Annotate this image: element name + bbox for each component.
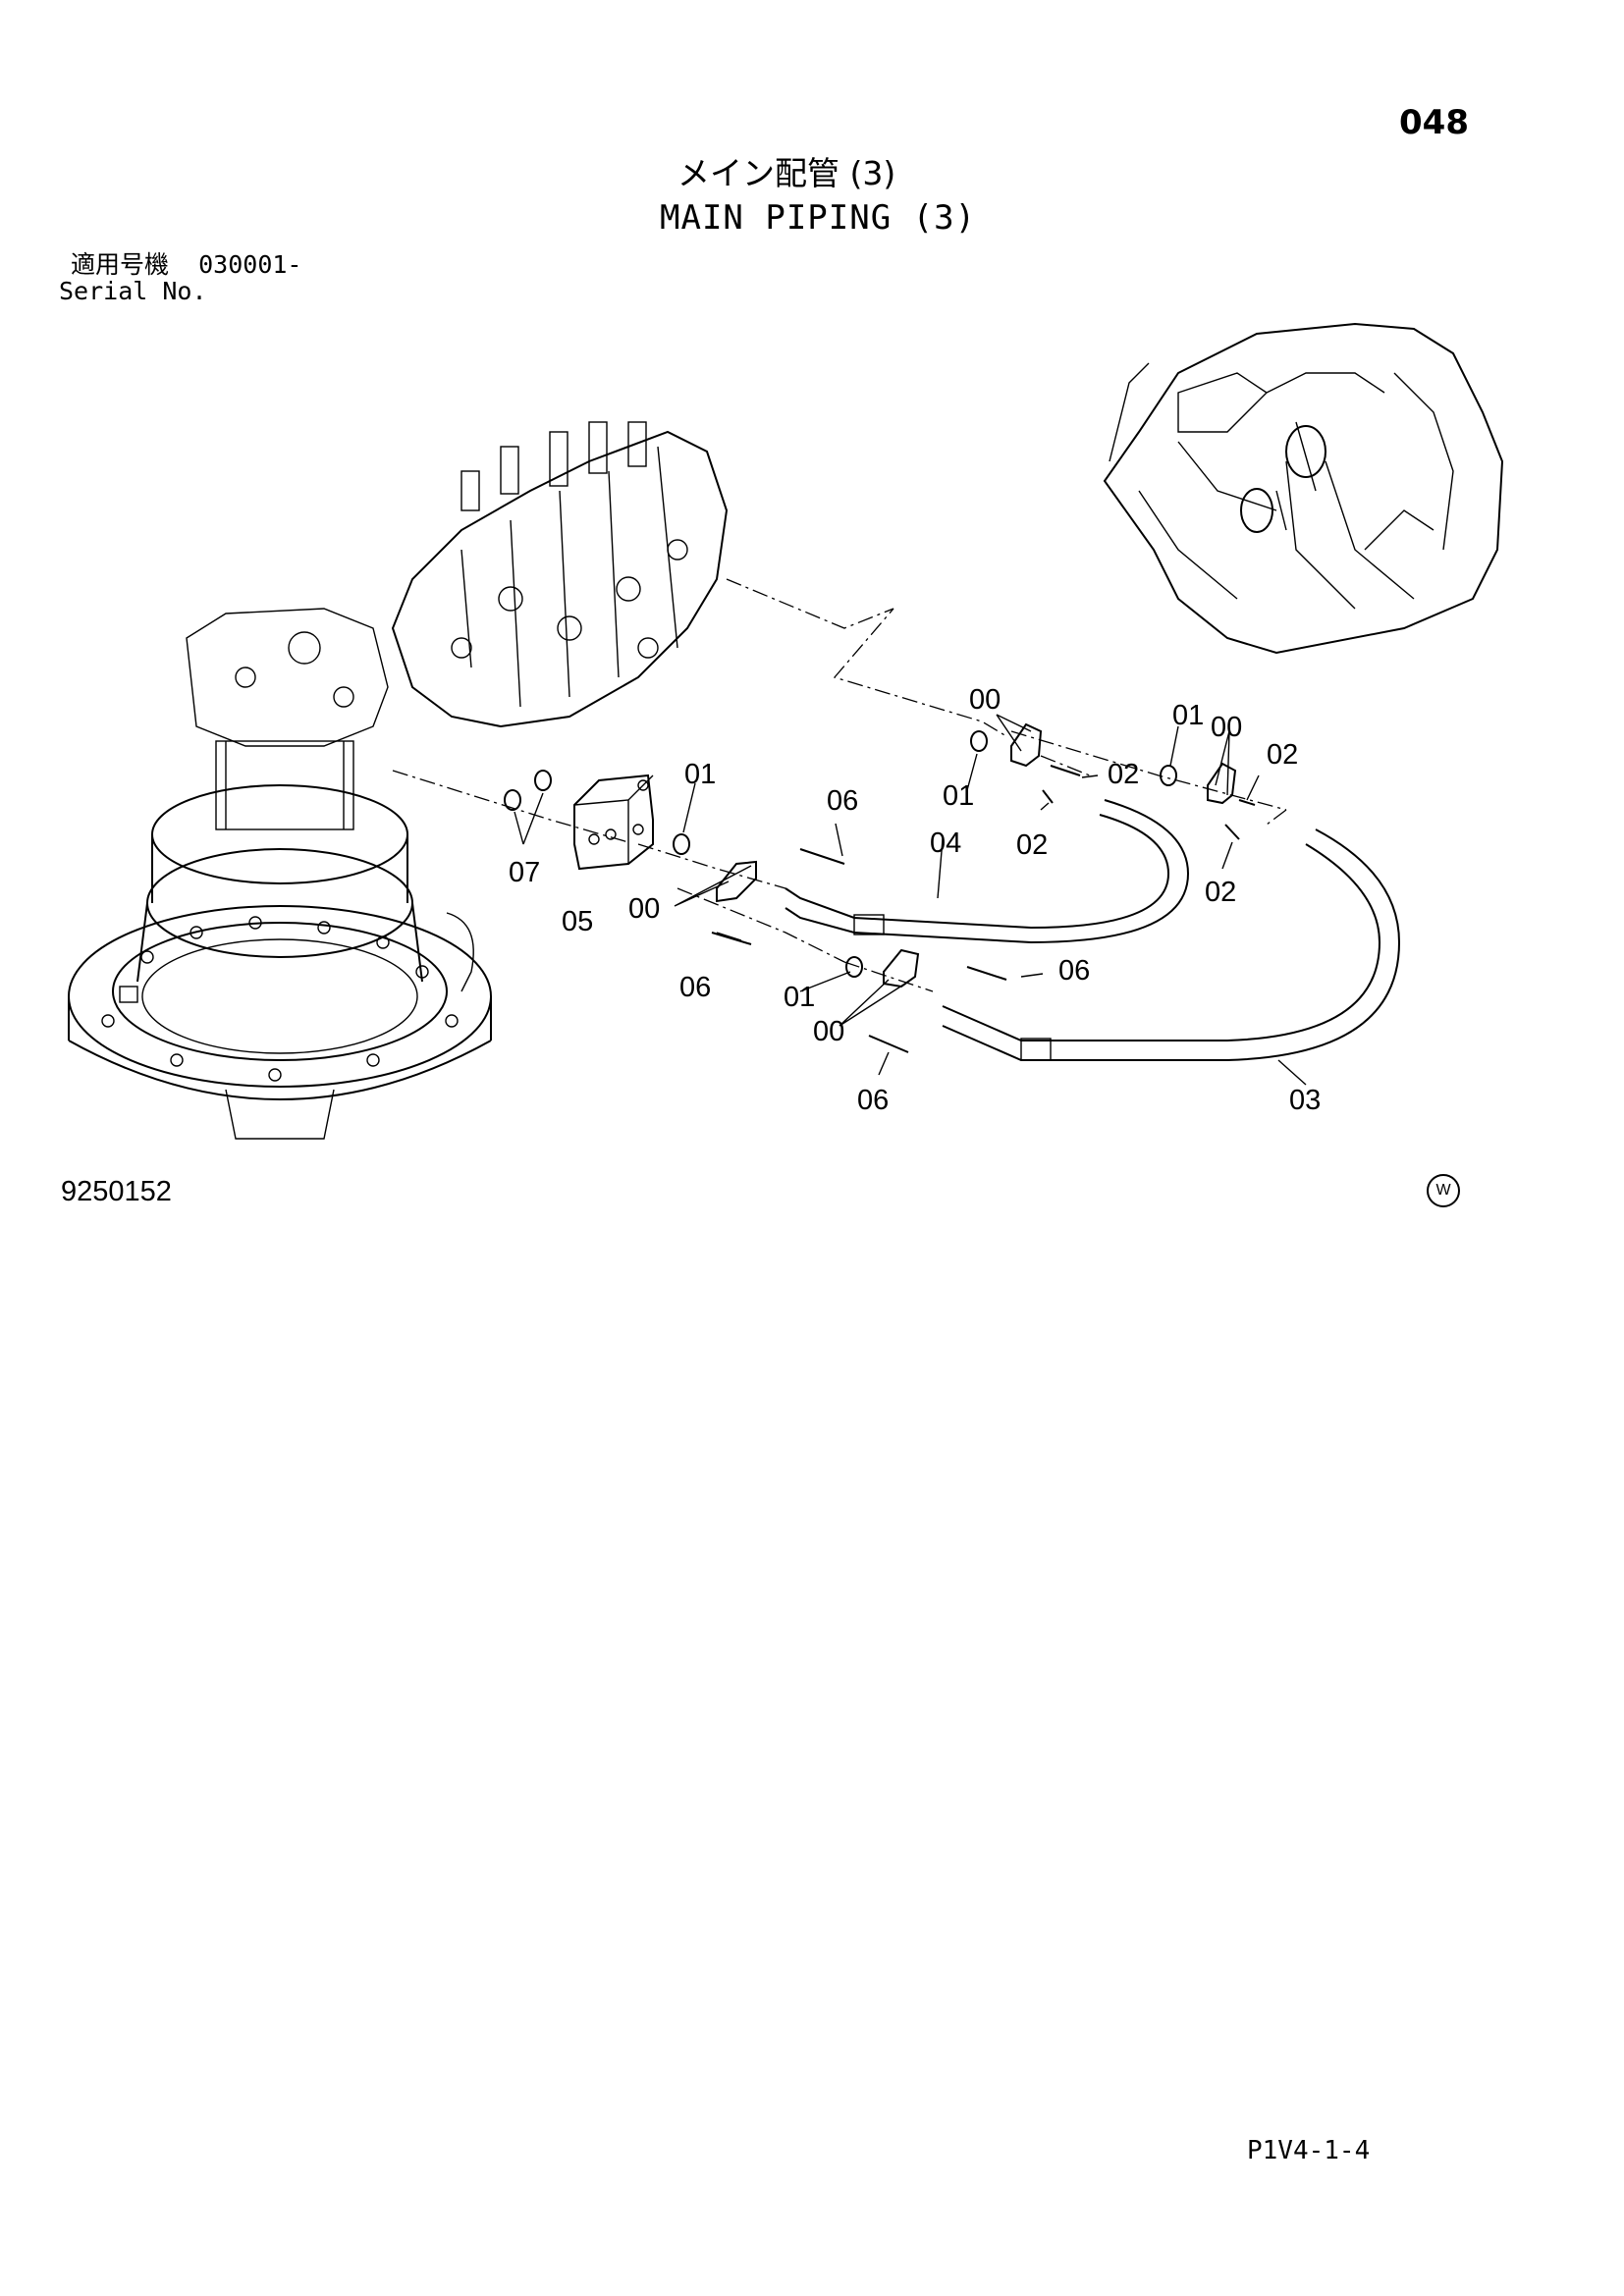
o-rings bbox=[504, 730, 1177, 978]
callout-label: 01 bbox=[1172, 700, 1204, 731]
block-part-05 bbox=[573, 774, 654, 871]
callout-label: 02 bbox=[1267, 739, 1298, 771]
callout-label: 03 bbox=[1289, 1085, 1321, 1116]
callout-label: 01 bbox=[684, 759, 716, 790]
leader-lines bbox=[514, 714, 1307, 1086]
serial-label-japanese: 適用号機 bbox=[71, 250, 170, 279]
callout-label: 04 bbox=[930, 828, 961, 859]
callout-label: 06 bbox=[1058, 955, 1090, 987]
callout-label: 06 bbox=[679, 972, 711, 1003]
control-valve-drawing bbox=[391, 421, 729, 728]
callout-label: 02 bbox=[1205, 877, 1236, 908]
callout-label: 05 bbox=[562, 906, 593, 937]
swing-motor-drawing bbox=[68, 608, 492, 1140]
bolts bbox=[711, 765, 1256, 1053]
hoses bbox=[785, 799, 1401, 1061]
page-title-japanese: メイン配管 (3) bbox=[677, 154, 896, 192]
callout-label: 01 bbox=[943, 780, 974, 812]
callout-label: 01 bbox=[784, 982, 815, 1013]
serial-line: 適用号機 030001- bbox=[71, 252, 301, 277]
flanges bbox=[716, 722, 1237, 988]
w-mark-icon: W bbox=[1427, 1174, 1460, 1207]
callout-label: 07 bbox=[509, 857, 540, 888]
figure-number: 9250152 bbox=[61, 1176, 172, 1207]
page-number: 048 bbox=[1399, 103, 1469, 142]
serial-label-english: Serial No. bbox=[59, 277, 207, 305]
machine-inset-drawing bbox=[1103, 322, 1504, 655]
callout-label: 00 bbox=[813, 1016, 844, 1047]
callout-label: 00 bbox=[628, 893, 660, 925]
callout-labels: 00 00 00 00 01 01 01 01 02 02 02 02 03 0… bbox=[509, 684, 1321, 1116]
callout-label: 00 bbox=[1211, 712, 1242, 743]
callout-label: 02 bbox=[1016, 829, 1048, 861]
callout-label: 02 bbox=[1108, 759, 1139, 790]
callout-label: 06 bbox=[857, 1085, 889, 1116]
centre-lines bbox=[392, 578, 1287, 992]
footer-code: P1V4-1-4 bbox=[1247, 2136, 1371, 2165]
serial-value: 030001- bbox=[198, 250, 302, 279]
page-title-english: MAIN PIPING (3) bbox=[660, 198, 977, 238]
callout-label: 06 bbox=[827, 785, 858, 817]
callout-label: 00 bbox=[969, 684, 1001, 716]
